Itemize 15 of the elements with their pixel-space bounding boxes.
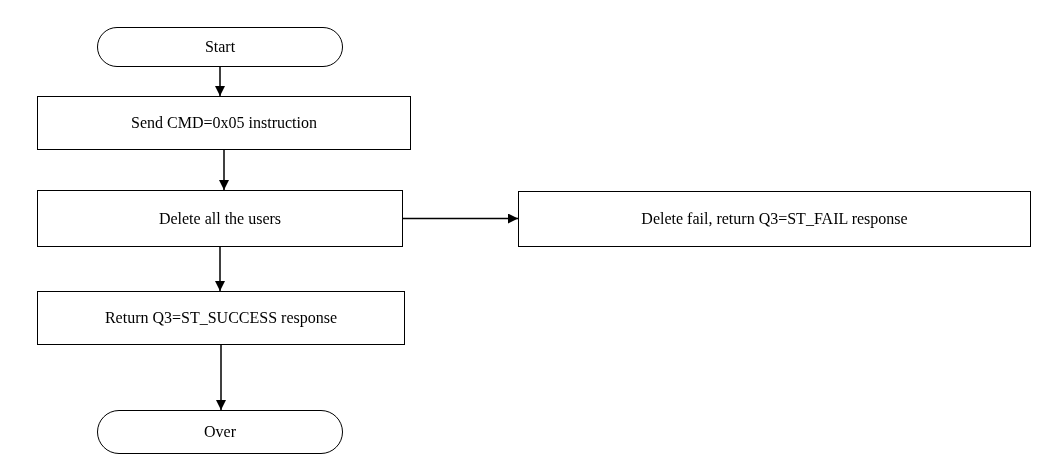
process-box (37, 291, 405, 345)
arrow (219, 149, 229, 191)
node-label: Delete fail, return Q3=ST_FAIL response (641, 210, 908, 228)
process-box (37, 96, 411, 150)
arrow (402, 213, 519, 224)
node-label: Send CMD=0x05 instruction (131, 114, 317, 132)
arrow (215, 246, 225, 292)
node-label: Delete all the users (158, 209, 282, 228)
process-box (37, 190, 403, 247)
arrow (216, 344, 226, 411)
node-label: Over (204, 423, 236, 441)
node-label: Return Q3=ST_SUCCESS response (104, 309, 338, 327)
arrow (215, 66, 225, 97)
process-box (518, 191, 1031, 247)
node-label: Start (204, 38, 236, 56)
